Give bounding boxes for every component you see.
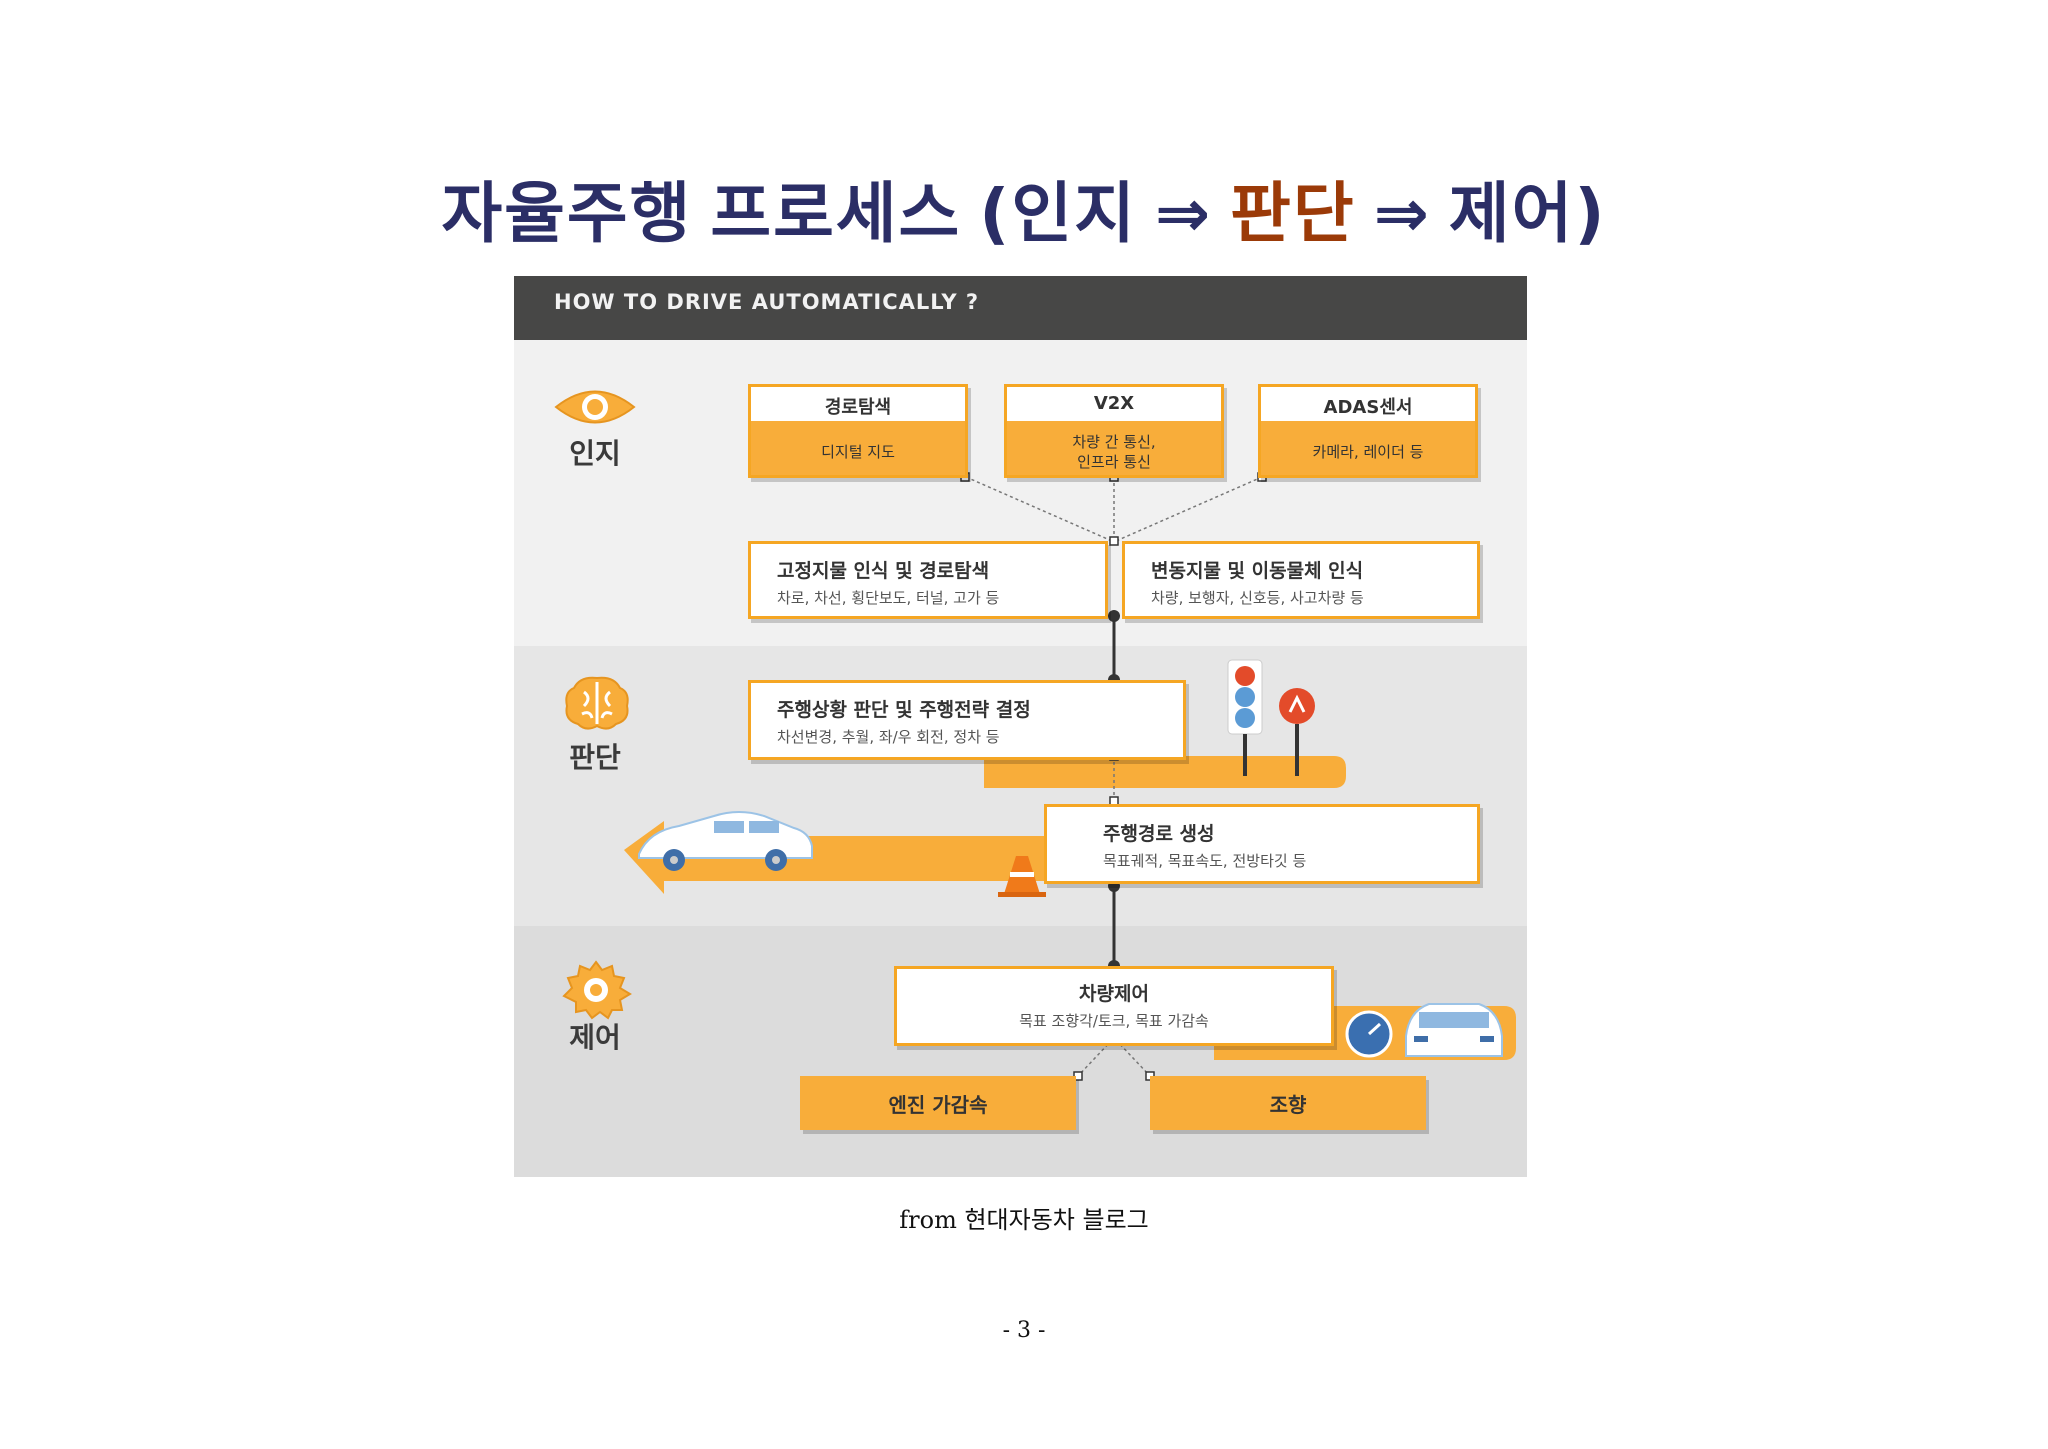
judgment-card: 주행상황 판단 및 주행전략 결정 차선변경, 추월, 좌/우 회전, 정차 등 [748,680,1186,760]
title-arrow-1: ⇒ [1154,175,1213,252]
control-title: 차량제어 [1079,983,1149,1005]
stage-label-judgment: 판단 [569,741,621,774]
recognition-title: 변동지물 및 이동물체 인식 [1151,560,1364,582]
judgment-title: 주행상황 판단 및 주행전략 결정 [777,699,1031,721]
source-subtitle: 차량 간 통신, [1072,433,1156,451]
source-subtitle: 디지털 지도 [821,443,895,461]
process-figure: HOW TO DRIVE AUTOMATICALLY ? [514,276,1527,1177]
figure-header-text: HOW TO DRIVE AUTOMATICALLY ? [554,290,980,314]
source-card-adas: ADAS센서 카메라, 레이더 등 [1258,384,1478,478]
source-card-route: 경로탐색 디지털 지도 [748,384,968,478]
control-subtitle: 목표 조향각/토크, 목표 가감속 [1019,1012,1209,1030]
car-illustration-left [638,811,813,871]
recognition-card-moving: 변동지물 및 이동물체 인식 차량, 보행자, 신호등, 사고차량 등 [1122,541,1480,619]
source-title: 경로탐색 [824,397,892,418]
title-word-1: 자율주행 [441,175,693,252]
traffic-cone-icon [998,856,1046,897]
speedometer-icon [1345,1010,1393,1058]
source-subtitle-group: 디지털 지도 [751,429,965,475]
stage-label-control: 제어 [569,1021,621,1054]
actuator-engine: 엔진 가감속 [800,1076,1076,1130]
path-title: 주행경로 생성 [1103,823,1215,845]
source-title: V2X [1093,393,1135,414]
title-stage-1: (인지 [979,175,1137,252]
control-card: 차량제어 목표 조향각/토크, 목표 가감속 [894,966,1334,1046]
judgment-subtitle: 차선변경, 추월, 좌/우 회전, 정차 등 [777,728,1000,746]
figure-caption: from 현대자동차 블로그 [899,1206,1149,1234]
path-subtitle: 목표궤적, 목표속도, 전방타깃 등 [1103,852,1307,870]
actuator-steering: 조향 [1150,1076,1426,1130]
diagram-decorations [624,472,1516,1081]
source-subtitle-group: 차량 간 통신, 인프라 통신 [1007,429,1221,475]
source-subtitle-group: 카메라, 레이더 등 [1261,429,1475,475]
title-stage-2: 판단 [1230,175,1356,252]
recognition-card-fixed: 고정지물 인식 및 경로탐색 차로, 차선, 횡단보도, 터널, 고가 등 [748,541,1108,619]
title-stage-3: 제어) [1448,175,1607,252]
stage-label-perception: 인지 [569,437,621,470]
source-title: ADAS센서 [1323,397,1413,418]
title-word-2: 프로세스 [710,175,962,252]
source-connectors [965,476,1263,1077]
recognition-subtitle: 차량, 보행자, 신호등, 사고차량 등 [1151,589,1364,607]
eye-icon [554,390,636,424]
traffic-light-icon [1227,659,1315,776]
page-number: - 3 - [1002,1318,1046,1343]
source-subtitle: 카메라, 레이더 등 [1312,443,1424,461]
title-arrow-2: ⇒ [1373,175,1431,252]
source-subtitle-2: 인프라 통신 [1077,453,1151,471]
source-card-v2x: V2X 차량 간 통신, 인프라 통신 [1004,384,1224,478]
figure-header: HOW TO DRIVE AUTOMATICALLY ? [514,276,1527,340]
gear-icon [562,960,632,1020]
path-card: 주행경로 생성 목표궤적, 목표속도, 전방타깃 등 [1044,804,1480,884]
car-illustration-front [1405,1003,1503,1057]
recognition-title: 고정지물 인식 및 경로탐색 [777,560,990,582]
recognition-subtitle: 차로, 차선, 횡단보도, 터널, 고가 등 [777,589,1000,607]
judgment-ribbon [984,756,1346,788]
brain-icon [565,676,629,730]
